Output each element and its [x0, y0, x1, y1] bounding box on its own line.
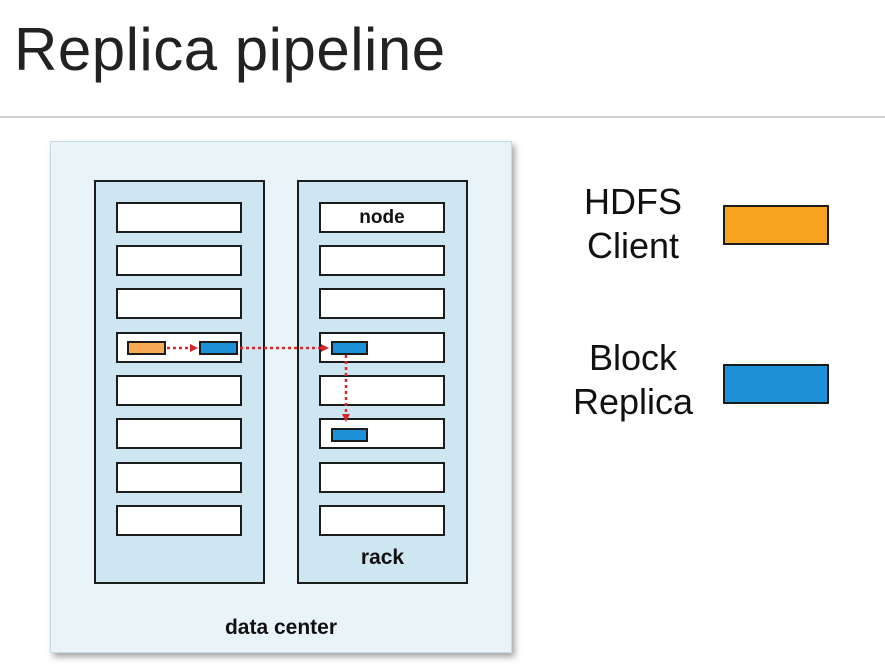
block-replica-3: [331, 428, 368, 442]
node-left-1: [116, 202, 242, 233]
node-right-5: [319, 375, 445, 406]
legend-client-label: HDFS Client: [553, 180, 713, 268]
node-label-box: node: [319, 202, 445, 233]
node-right-4: [319, 332, 445, 363]
node-left-3: [116, 288, 242, 319]
legend-replica-line1: Block: [588, 337, 678, 378]
rack-left: [94, 180, 265, 584]
node-right-2: [319, 245, 445, 276]
node-right-7: [319, 462, 445, 493]
node-left-7: [116, 462, 242, 493]
legend-client-swatch: [723, 205, 829, 245]
data-center-label: data center: [224, 616, 338, 639]
block-replica-2: [331, 341, 368, 355]
node-left-2: [116, 245, 242, 276]
node-left-8: [116, 505, 242, 536]
node-left-4: [116, 332, 242, 363]
node-right-8: [319, 505, 445, 536]
node-right-3: [319, 288, 445, 319]
rack-label: rack: [360, 546, 405, 569]
node-left-6: [116, 418, 242, 449]
title-divider: [0, 116, 885, 118]
legend-replica-line2: Replica: [572, 381, 694, 422]
legend-replica-swatch: [723, 364, 829, 404]
legend-client-line1: HDFS: [584, 181, 682, 222]
block-replica-1: [199, 341, 238, 355]
node-left-5: [116, 375, 242, 406]
data-center: node rack data center: [50, 141, 512, 653]
rack-right: node rack: [297, 180, 468, 584]
hdfs-client-block: [127, 341, 166, 355]
legend-replica-label: Block Replica: [553, 336, 713, 424]
node-right-6: [319, 418, 445, 449]
legend-client-line2: Client: [586, 225, 680, 266]
page-title: Replica pipeline: [14, 16, 446, 83]
